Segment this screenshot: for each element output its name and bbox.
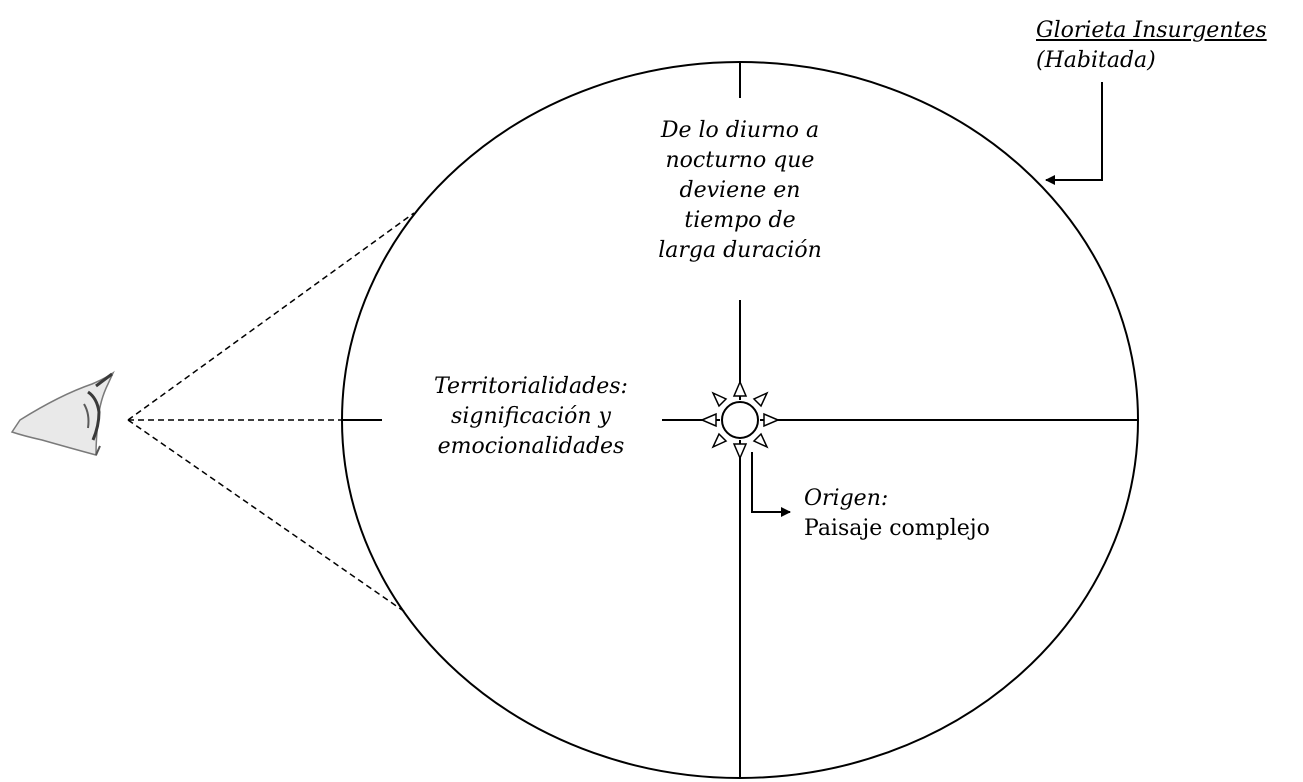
origin-label: Origen: Paisaje complejo: [804, 484, 990, 544]
left-text-line: Territorialidades:: [434, 374, 628, 399]
top-text-line: larga duración: [658, 238, 822, 263]
left-quadrant-text: Territorialidades: significación y emoci…: [400, 372, 662, 462]
sightline-lower: [127, 419, 406, 613]
top-text-line: nocturno que: [665, 148, 815, 173]
eye-icon: [10, 370, 115, 456]
sightline-upper: [127, 212, 415, 421]
title-label: Glorieta Insurgentes (Habitada): [1036, 16, 1267, 76]
title-line2: (Habitada): [1036, 48, 1156, 73]
sun-icon: [700, 380, 780, 460]
origin-heading: Origen:: [804, 486, 889, 511]
origin-connector-arrow: [751, 452, 791, 517]
top-text-line: deviene en: [679, 178, 801, 203]
top-text-line: tiempo de: [684, 208, 796, 233]
title-line1: Glorieta Insurgentes: [1036, 18, 1267, 43]
top-text-line: De lo diurno a: [660, 118, 820, 143]
left-text-line: emocionalidades: [437, 434, 625, 459]
top-quadrant-text: De lo diurno a nocturno que deviene en t…: [610, 116, 870, 266]
title-connector-arrow: [1045, 82, 1103, 185]
left-text-line: significación y: [451, 404, 611, 429]
origin-text: Paisaje complejo: [804, 516, 990, 541]
